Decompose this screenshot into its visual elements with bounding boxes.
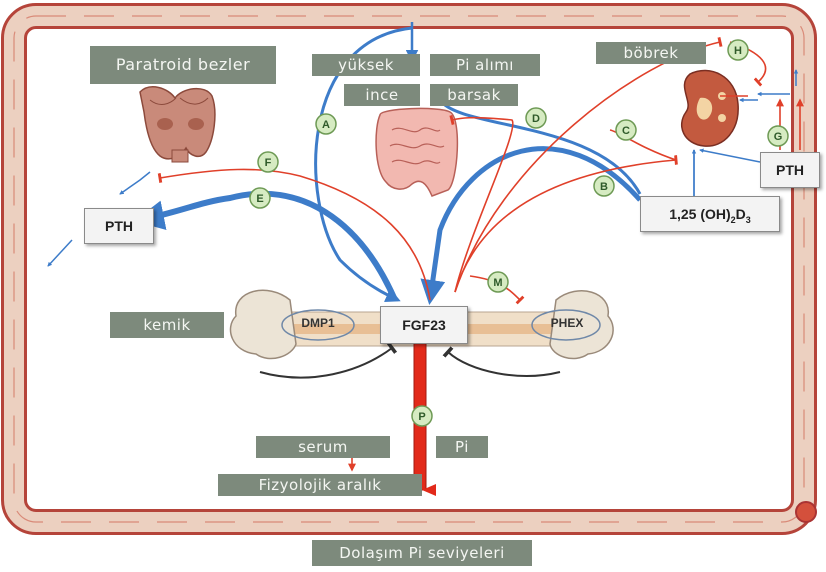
node-letter: M <box>493 277 502 289</box>
node-letter: A <box>322 119 330 131</box>
node-f: F <box>258 152 278 172</box>
node-letter: D <box>532 113 540 125</box>
node-letter: G <box>774 131 783 143</box>
fgf23-box: FGF23 <box>380 306 468 344</box>
node-c: C <box>616 120 636 140</box>
node-letter: P <box>418 411 425 423</box>
vitamin-d-label: 1,25 (OH) <box>669 206 730 222</box>
vitamin-d-subscript-3: 3 <box>746 215 751 225</box>
label-yuksek: yüksek <box>312 54 420 76</box>
parathyroid-gland-icon <box>140 87 215 162</box>
label-kemik: kemik <box>110 312 224 338</box>
node-letter: H <box>734 45 742 57</box>
vitamin-d-d: D <box>736 206 746 222</box>
label-serum: serum <box>256 436 390 458</box>
node-m: M <box>488 272 508 292</box>
pth-box-right: PTH <box>760 152 820 188</box>
node-p: P <box>412 406 432 426</box>
vitamin-d-box: 1,25 (OH)2D3 <box>640 196 780 232</box>
node-letter: F <box>265 157 272 169</box>
node-letter: B <box>600 181 608 193</box>
node-a: A <box>316 114 336 134</box>
node-h: H <box>728 40 748 60</box>
label-fizyolojik-aralik: Fizyolojik aralık <box>218 474 422 496</box>
label-paratroid-bezler: Paratroid bezler <box>90 46 276 84</box>
label-ince: ince <box>344 84 420 106</box>
node-d: D <box>526 108 546 128</box>
node-b: B <box>594 176 614 196</box>
label-bobrek: böbrek <box>596 42 706 64</box>
phex-label: PHEX <box>540 316 594 330</box>
bone-feedback-curves <box>260 348 560 378</box>
node-g: G <box>768 126 788 146</box>
kidney-icon <box>682 71 738 147</box>
node-letter: C <box>622 125 630 137</box>
label-barsak: barsak <box>430 84 518 106</box>
label-dolasim-pi-seviyeleri: Dolaşım Pi seviyeleri <box>312 540 532 566</box>
label-pi: Pi <box>436 436 488 458</box>
label-pi-alimi: Pi alımı <box>430 54 540 76</box>
node-letter: E <box>256 193 263 205</box>
intestine-icon <box>376 108 457 196</box>
node-e: E <box>250 188 270 208</box>
pth-box-left: PTH <box>84 208 154 244</box>
dmp1-label: DMP1 <box>290 316 346 330</box>
